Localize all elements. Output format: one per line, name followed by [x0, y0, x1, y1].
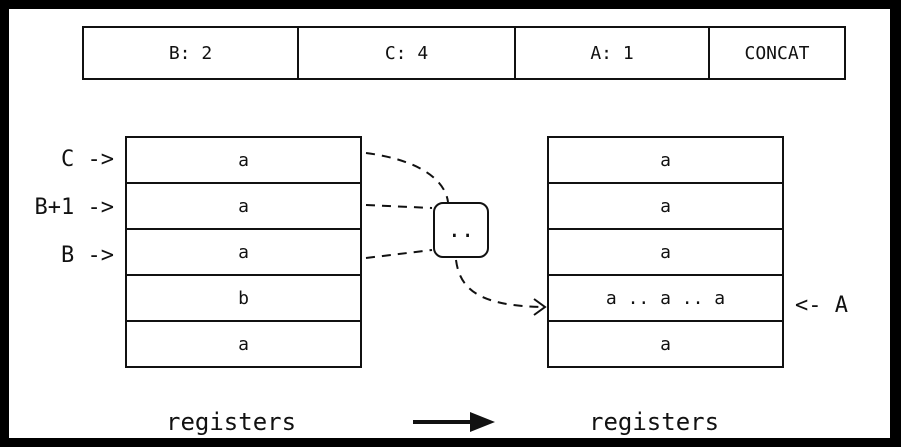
right-register: a — [547, 230, 784, 276]
dashed-connector-b1 — [365, 204, 433, 209]
instruction-bar: B: 2 C: 4 A: 1 CONCAT — [82, 26, 846, 80]
instr-opcode: CONCAT — [744, 42, 810, 64]
instr-field-b: B: 2 — [84, 28, 299, 78]
left-register: a — [125, 138, 362, 184]
left-register-stack: a a a b a — [125, 136, 362, 368]
transition-arrow-head — [470, 412, 495, 432]
pointer-c: C -> — [61, 147, 114, 172]
dashed-connector-c — [365, 152, 449, 203]
pointer-a: <- A — [795, 293, 848, 318]
left-caption: registers — [166, 408, 297, 436]
pointer-b-plus-1: B+1 -> — [34, 195, 114, 220]
right-register: a — [547, 138, 784, 184]
right-caption: registers — [589, 408, 720, 436]
left-register: a — [125, 184, 362, 230]
right-register: a — [547, 322, 784, 368]
instr-field-a: A: 1 — [516, 28, 710, 78]
right-register: a .. a .. a — [547, 276, 784, 322]
right-register-stack: a a a a .. a .. a a — [547, 136, 784, 368]
dashed-connector-b — [365, 249, 433, 259]
instr-field-c: C: 4 — [299, 28, 516, 78]
concat-operator-box: .. — [433, 202, 489, 258]
left-register: a — [125, 322, 362, 368]
dashed-connector-out — [455, 259, 545, 308]
left-register: b — [125, 276, 362, 322]
left-register: a — [125, 230, 362, 276]
dashed-arrowhead — [533, 298, 547, 316]
right-register: a — [547, 184, 784, 230]
pointer-b: B -> — [61, 243, 114, 268]
